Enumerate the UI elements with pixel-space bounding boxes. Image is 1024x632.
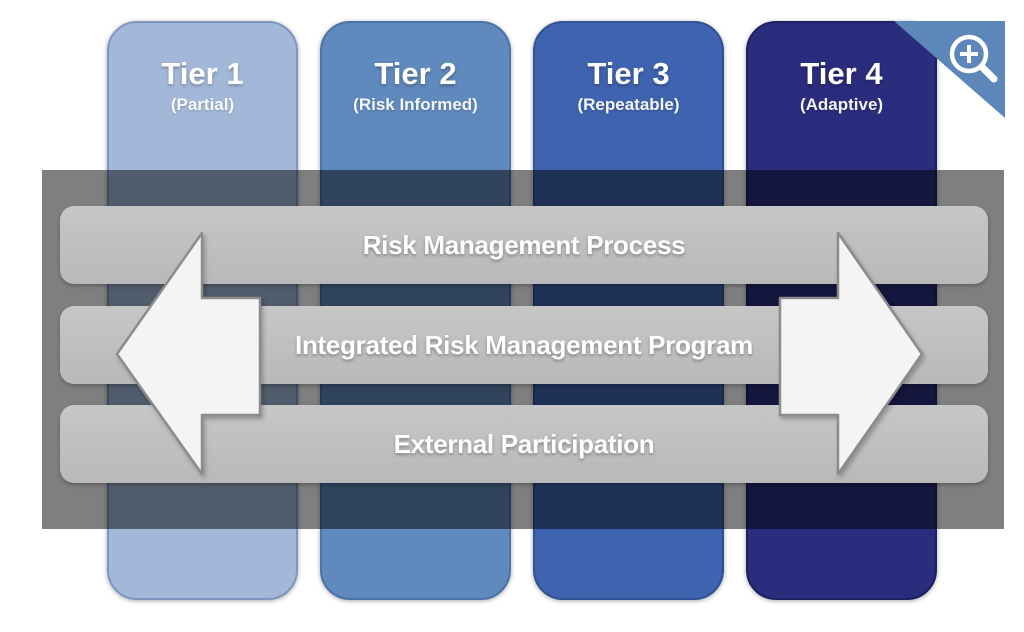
bar-risk-management-process-label: Risk Management Process xyxy=(362,229,686,260)
left-arrow xyxy=(115,231,262,476)
tier-2-subtitle: (Risk Informed) xyxy=(353,95,478,115)
tier-4-subtitle: (Adaptive) xyxy=(799,95,884,115)
bar-external-participation-label: External Participation xyxy=(393,428,655,459)
tier-2-title: Tier 2 xyxy=(374,56,457,91)
bar-external-participation: External Participation xyxy=(60,405,988,483)
tier-1-title: Tier 1 xyxy=(161,56,244,91)
tier-4-title: Tier 4 xyxy=(800,56,883,91)
tier-3-title: Tier 3 xyxy=(587,56,670,91)
bar-risk-management-process: Risk Management Process xyxy=(60,206,988,284)
bar-integrated-risk-management-program-label: Integrated Risk Management Program xyxy=(295,329,753,360)
zoom-in-icon xyxy=(949,34,998,83)
tier-1-subtitle: (Partial) xyxy=(170,95,235,115)
zoom-badge[interactable] xyxy=(894,21,1005,118)
right-arrow xyxy=(778,231,924,476)
tier-3-subtitle: (Repeatable) xyxy=(577,95,680,115)
badge-triangle xyxy=(894,21,1005,118)
